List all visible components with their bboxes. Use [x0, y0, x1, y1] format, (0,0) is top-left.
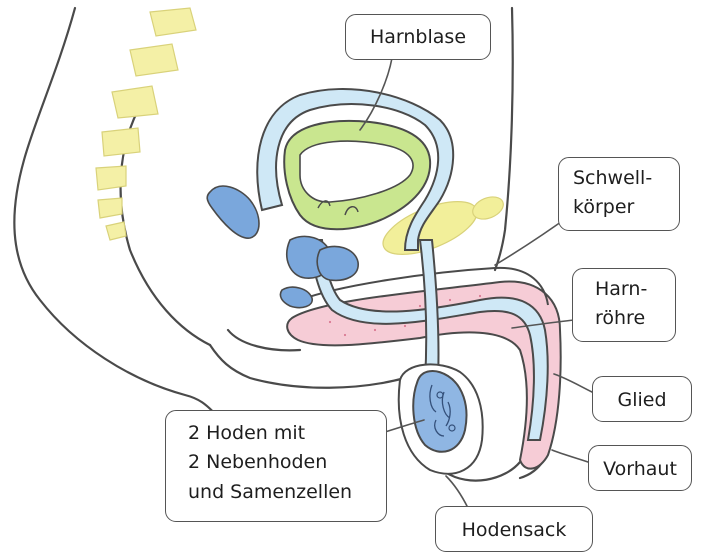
label-harnblase: Harnblase	[345, 14, 491, 60]
label-glied: Glied	[592, 376, 692, 422]
label-schwellkoerper-line-1: Schwell-	[573, 164, 669, 193]
label-hoden-line-2: 2 Nebenhoden	[188, 448, 376, 477]
label-vorhaut: Vorhaut	[588, 445, 692, 491]
label-harnroehre: Harn- röhre	[572, 268, 676, 342]
pointer-vorhaut	[552, 450, 588, 462]
label-hoden: 2 Hoden mit 2 Nebenhoden und Samenzellen	[165, 410, 387, 522]
label-schwellkoerper: Schwell- körper	[558, 157, 680, 231]
label-harnroehre-line-2: röhre	[595, 304, 665, 333]
label-harnblase-text: Harnblase	[356, 23, 480, 52]
spine	[96, 8, 196, 240]
label-schwellkoerper-line-2: körper	[573, 193, 669, 222]
label-hodensack-text: Hodensack	[446, 516, 582, 545]
label-vorhaut-text: Vorhaut	[599, 455, 681, 484]
label-harnroehre-line-1: Harn-	[595, 275, 665, 304]
label-hoden-line-1: 2 Hoden mit	[188, 419, 376, 448]
label-hodensack: Hodensack	[435, 506, 593, 552]
label-glied-text: Glied	[603, 386, 681, 415]
bladder	[284, 121, 430, 229]
label-hoden-line-3: und Samenzellen	[188, 478, 376, 507]
